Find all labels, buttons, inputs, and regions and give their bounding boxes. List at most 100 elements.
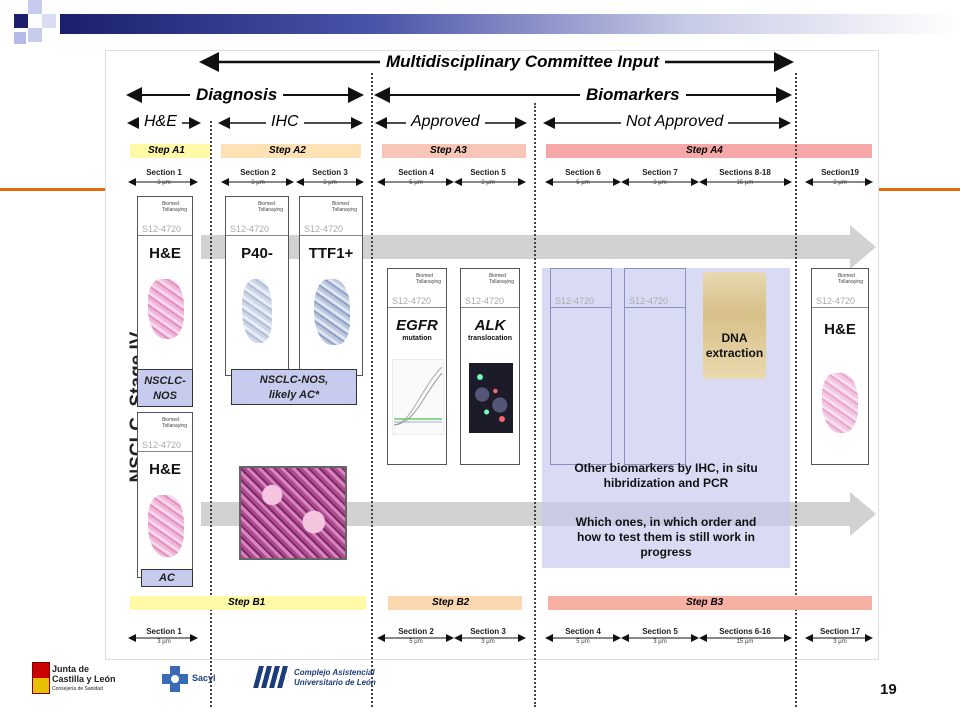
decor-square	[28, 0, 42, 14]
decor-square	[14, 32, 26, 44]
stain-label: H&E	[149, 461, 181, 478]
step-a2-bar: Step A2	[221, 144, 361, 158]
divider	[210, 121, 212, 707]
process-arrow-b-head	[850, 492, 876, 536]
decor-square	[28, 28, 42, 42]
result-nsclc-nos: NSCLC- NOS	[137, 369, 193, 407]
result-nsclc-nos-likely-ac: NSCLC-NOS, likely AC*	[231, 369, 357, 405]
slide-code: S12-4720	[304, 224, 344, 234]
other-biomarkers-note: Other biomarkers by IHC, in situ hibridi…	[574, 461, 758, 490]
complejo-logo: Complejo Asistencial Universitario de Le…	[253, 664, 386, 692]
committee-label: Multidisciplinary Committee Input	[380, 52, 665, 72]
slide-code: S12-4720	[816, 296, 856, 306]
lab-logo: Biomed Tollanaying	[161, 201, 187, 213]
slide-code: S12-4720	[230, 224, 270, 234]
process-arrow-a-head	[850, 225, 876, 269]
result-ac: AC	[141, 569, 193, 587]
tissue-image	[148, 279, 184, 339]
step-a1-bar: Step A1	[130, 144, 210, 158]
work-in-progress-note: Which ones, in which order and how to te…	[575, 515, 757, 559]
step-b2-bar: Step B2	[388, 596, 522, 610]
slide-code: S12-4720	[392, 296, 432, 306]
tissue-image	[314, 279, 350, 345]
step-a3-bar: Step A3	[382, 144, 526, 158]
step-a4-bar: Step A4	[546, 144, 872, 158]
slide-code: S12-4720	[142, 440, 182, 450]
title-gradient-bar	[60, 14, 960, 34]
biomarkers-label: Biomarkers	[580, 85, 686, 105]
approved-label: Approved	[406, 113, 485, 131]
decor-square	[42, 14, 56, 28]
sacyl-icon	[162, 666, 188, 692]
stain-label: H&E	[824, 321, 856, 338]
ihc-label: IHC	[266, 113, 304, 131]
lab-logo: Biomed Tollanaying	[331, 201, 357, 213]
slide-code: S12-4720	[465, 296, 505, 306]
he-label: H&E	[139, 113, 182, 131]
stain-label: H&E	[149, 245, 181, 262]
stain-label: P40-	[241, 245, 273, 262]
divider	[534, 103, 536, 707]
sacyl-logo: Sacyl	[160, 664, 240, 694]
slide-ghost-6: S12-4720	[550, 268, 612, 465]
junta-text: Junta de Castilla y León	[52, 664, 116, 684]
histology-image	[239, 466, 347, 560]
tissue-image	[242, 279, 272, 343]
slide-header: S12-4720	[551, 269, 611, 308]
divider	[795, 73, 797, 707]
slide-code: S12-4720	[555, 296, 595, 306]
slide-code: S12-4720	[142, 224, 182, 234]
tissue-image	[148, 495, 184, 557]
lab-logo: Biomed Tollanaying	[257, 201, 283, 213]
slide-code: S12-4720	[629, 296, 669, 306]
hospital-icon	[253, 666, 291, 688]
complejo-text: Complejo Asistencial Universitario de Le…	[294, 668, 376, 687]
lab-logo: Biomed Tollanaying	[837, 273, 863, 285]
step-b1-bar: Step B1	[130, 596, 366, 610]
divider	[371, 73, 373, 707]
lab-logo: Biomed Tollanaying	[415, 273, 441, 285]
page-number: 19	[880, 681, 897, 698]
lab-logo: Biomed Tollanaying	[488, 273, 514, 285]
sacyl-text: Sacyl	[192, 673, 216, 683]
coat-of-arms-icon	[32, 662, 50, 694]
tissue-image	[822, 373, 858, 433]
step-b3-bar: Step B3	[548, 596, 872, 610]
figure-panel: Multidisciplinary Committee Input Diagno…	[105, 50, 879, 707]
slide-ghost-7: S12-4720	[624, 268, 686, 465]
not-approved-label: Not Approved	[621, 113, 729, 131]
stain-sublabel: mutation	[402, 335, 432, 342]
slide-header: S12-4720	[625, 269, 685, 308]
lab-logo: Biomed Tollanaying	[161, 417, 187, 429]
fish-image	[469, 363, 513, 433]
stain-label: TTF1+	[308, 245, 354, 262]
pcr-curve-plot	[392, 359, 444, 435]
stain-label: EGFR	[396, 317, 438, 334]
title-bar	[0, 0, 960, 52]
stain-label: ALK	[474, 317, 506, 334]
